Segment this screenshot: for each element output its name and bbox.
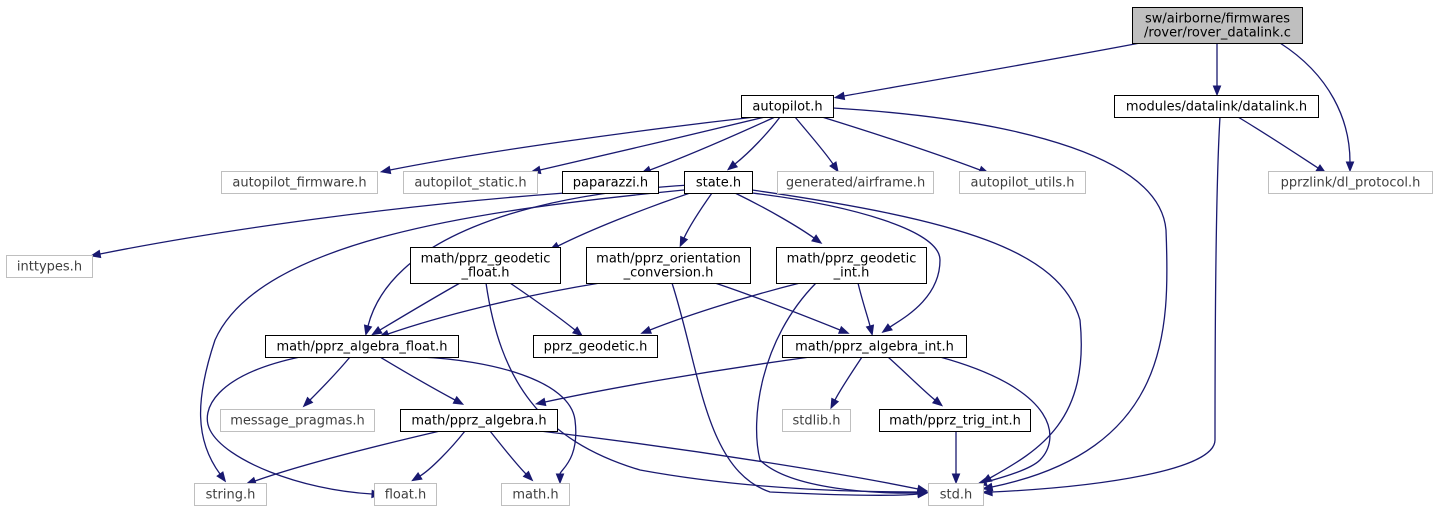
node-label: math/pprz_trig_int.h [889,414,1021,429]
node-label: message_pragmas.h [230,414,365,429]
edge-alg_int-to-trig_int [887,356,944,407]
edge-alg_float-to-msg_pragmas [302,356,351,408]
edge-state-to-string [199,189,685,483]
edge-autopilot-to-ap_firmware [379,116,756,175]
node-geodetic[interactable]: pprz_geodetic.h [533,335,658,358]
edge-autopilot-to-airframe [794,116,839,173]
node-label: math/pprz_algebra_float.h [277,340,448,355]
node-dl_protocol[interactable]: pprzlink/dl_protocol.h [1268,171,1433,194]
node-root[interactable]: sw/airborne/firmwares/rover/rover_datali… [1132,7,1303,44]
edge-autopilot-to-state [726,116,781,171]
edge-geo_float-to-alg_float [371,282,461,336]
node-msg_pragmas[interactable]: message_pragmas.h [220,409,375,432]
node-label: modules/datalink/datalink.h [1126,100,1307,115]
node-label: _int.h [833,266,870,281]
edge-alg_int-to-stdlib [830,356,863,410]
node-label: math/pprz_orientation [596,252,741,267]
edge-datalink-to-dl_protocol [1237,116,1327,174]
node-label: autopilot_utils.h [971,176,1075,191]
node-label: std.h [940,488,973,503]
node-ap_firmware[interactable]: autopilot_firmware.h [221,171,378,194]
node-float[interactable]: float.h [374,483,437,506]
node-label: inttypes.h [17,260,82,275]
edge-state-to-alg_int [751,192,941,333]
node-label: generated/airframe.h [786,176,925,191]
edge-geo_float-to-geodetic [509,282,584,337]
edge-orient-to-alg_int [714,282,850,334]
node-label: float.h [385,488,427,503]
node-ap_static[interactable]: autopilot_static.h [403,171,538,194]
node-label: state.h [696,176,741,191]
node-alg_float[interactable]: math/pprz_algebra_float.h [265,335,459,358]
node-orient[interactable]: math/pprz_orientation_conversion.h [586,247,751,284]
node-label: stdlib.h [793,414,841,429]
edge-datalink-to-std [981,116,1221,497]
edge-autopilot-to-std [832,107,1168,492]
node-label: math/pprz_algebra_int.h [795,340,954,355]
edge-alg_int-to-alg [534,356,811,407]
node-state[interactable]: state.h [684,171,753,194]
node-label: /rover/rover_datalink.c [1144,26,1291,41]
edge-orient-to-std [671,282,929,499]
edge-root-to-autopilot [833,42,1141,101]
node-label: string.h [206,488,256,503]
node-label: paparazzi.h [573,176,648,191]
node-label: autopilot_static.h [414,176,526,191]
edge-paparazzi-to-inttypes [89,192,566,259]
node-label: math.h [512,488,558,503]
edge-state-to-geo_float [548,192,691,251]
node-stdlib[interactable]: stdlib.h [782,409,851,432]
edge-root-to-dl_protocol [1279,42,1355,173]
edge-alg_float-to-math [419,356,577,485]
node-string[interactable]: string.h [194,483,267,506]
node-std[interactable]: std.h [928,483,984,506]
edge-alg-to-std [539,430,929,494]
node-label: math/pprz_algebra.h [411,414,546,429]
node-alg_int[interactable]: math/pprz_algebra_int.h [782,335,967,358]
node-inttypes[interactable]: inttypes.h [6,255,93,278]
node-geo_float[interactable]: math/pprz_geodetic_float.h [410,247,561,284]
edge-alg-to-math [489,430,534,482]
edge-alg-to-float [411,430,466,482]
node-math[interactable]: math.h [501,483,570,506]
node-datalink[interactable]: modules/datalink/datalink.h [1114,95,1319,118]
node-label: _float.h [460,266,509,281]
node-label: sw/airborne/firmwares [1145,12,1290,27]
node-geo_int[interactable]: math/pprz_geodetic_int.h [776,247,927,284]
node-paparazzi[interactable]: paparazzi.h [562,171,659,194]
edge-alg_float-to-alg [379,356,465,405]
node-label: pprzlink/dl_protocol.h [1281,176,1421,191]
node-autopilot[interactable]: autopilot.h [741,95,834,118]
node-label: math/pprz_geodetic [421,252,551,267]
edge-autopilot-to-ap_static [529,116,766,175]
node-label: _conversion.h [623,266,714,281]
edge-alg-to-string [245,430,441,485]
node-ap_utils[interactable]: autopilot_utils.h [959,171,1086,194]
edge-state-to-orient [679,192,713,248]
edge-root-to-datalink [1212,43,1222,97]
edge-autopilot-to-ap_utils [821,116,990,174]
edge-state-to-geo_int [734,192,823,244]
edge-trig_int-to-std [951,431,961,485]
edge-geo_int-to-geodetic [640,282,801,334]
node-label: math/pprz_geodetic [787,252,917,267]
node-label: pprz_geodetic.h [544,340,648,355]
node-label: autopilot_firmware.h [232,176,366,191]
node-trig_int[interactable]: math/pprz_trig_int.h [879,409,1031,432]
edge-geo_int-to-alg_int [857,282,875,336]
node-label: autopilot.h [752,100,822,115]
node-alg[interactable]: math/pprz_algebra.h [400,409,558,432]
node-airframe[interactable]: generated/airframe.h [777,171,934,194]
